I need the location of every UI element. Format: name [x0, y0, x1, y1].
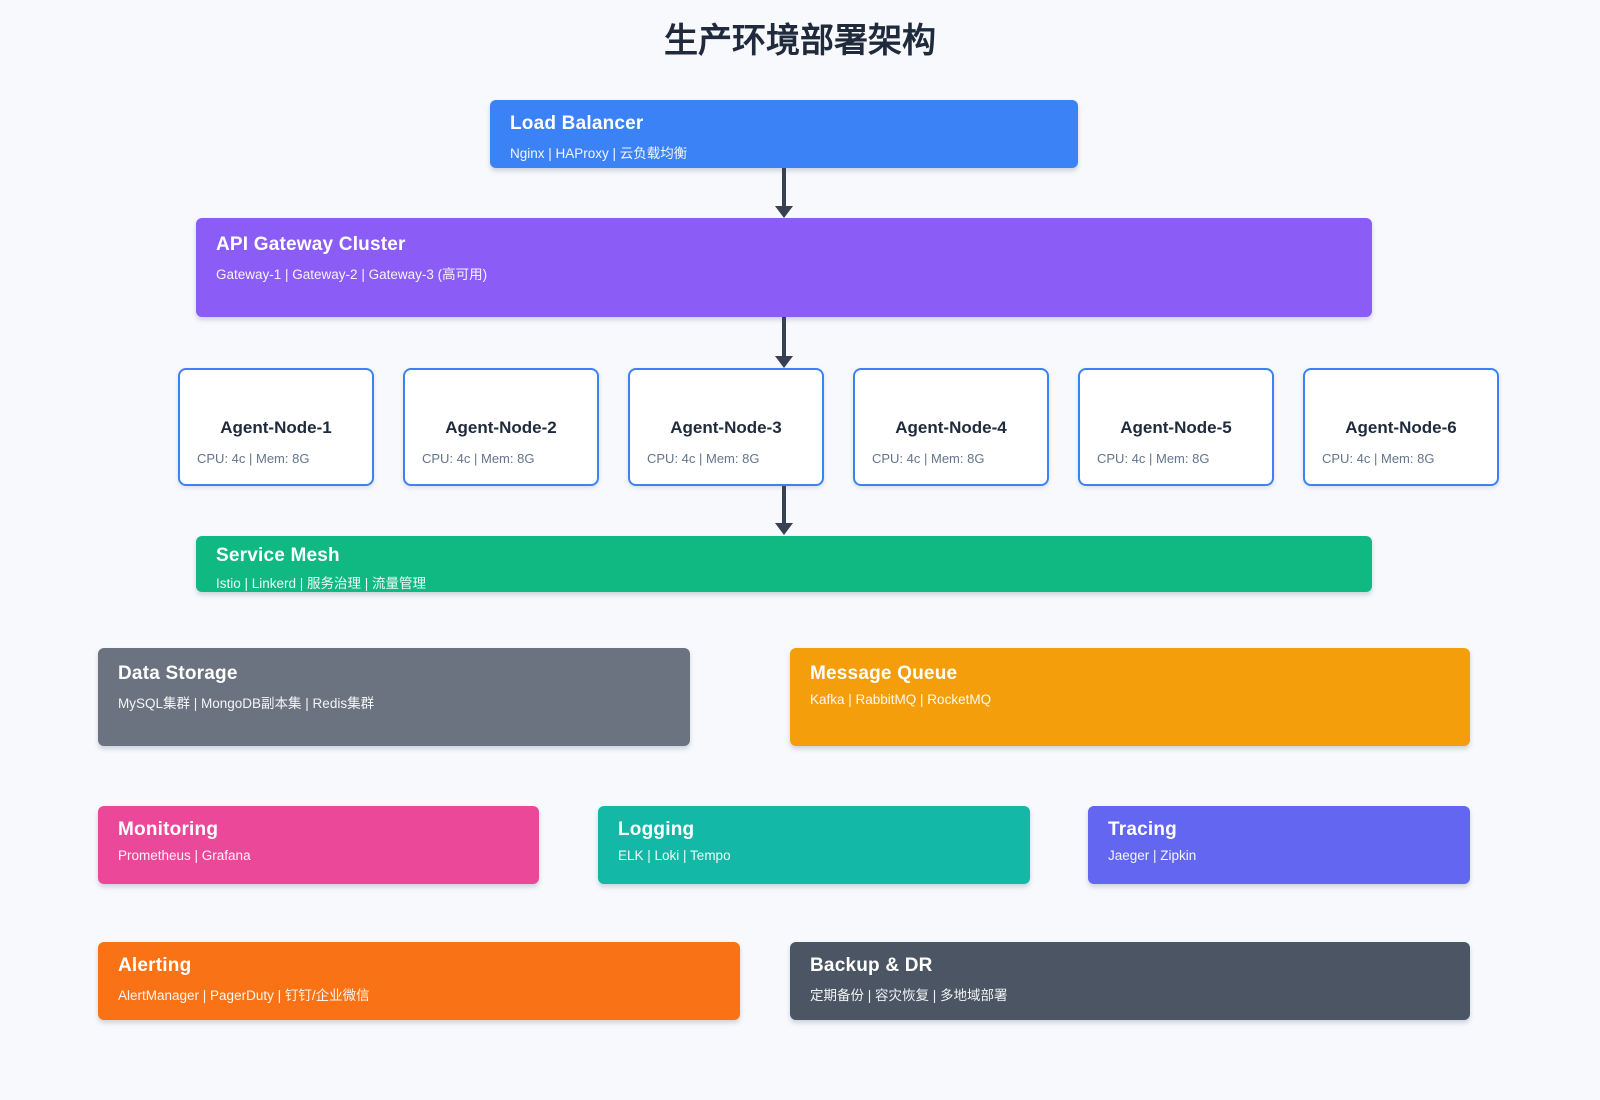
- message-queue-subtitle: Kafka | RabbitMQ | RocketMQ: [810, 692, 992, 707]
- node-agent-node-6: Agent-Node-6 CPU: 4c | Mem: 8G: [1303, 368, 1499, 486]
- backup-dr-subtitle: 定期备份 | 容灾恢复 | 多地域部署: [810, 988, 1008, 1003]
- node-service-mesh: Service Mesh Istio | Linkerd | 服务治理 | 流量…: [196, 536, 1372, 592]
- tracing-title: Tracing: [1108, 819, 1177, 840]
- agent-node-spec: CPU: 4c | Mem: 8G: [1097, 451, 1210, 466]
- node-agent-node-3: Agent-Node-3 CPU: 4c | Mem: 8G: [628, 368, 824, 486]
- node-agent-node-5: Agent-Node-5 CPU: 4c | Mem: 8G: [1078, 368, 1274, 486]
- node-logging: Logging ELK | Loki | Tempo: [598, 806, 1030, 884]
- node-agent-node-2: Agent-Node-2 CPU: 4c | Mem: 8G: [403, 368, 599, 486]
- agent-node-spec: CPU: 4c | Mem: 8G: [647, 451, 760, 466]
- service-mesh-title: Service Mesh: [216, 545, 340, 566]
- data-storage-subtitle: MySQL集群 | MongoDB副本集 | Redis集群: [118, 696, 375, 711]
- message-queue-title: Message Queue: [810, 663, 958, 684]
- agent-node-title: Agent-Node-6: [1345, 418, 1457, 437]
- node-alerting: Alerting AlertManager | PagerDuty | 钉钉/企…: [98, 942, 740, 1020]
- agent-node-title: Agent-Node-4: [895, 418, 1007, 437]
- agent-node-spec: CPU: 4c | Mem: 8G: [1322, 451, 1435, 466]
- node-api-gateway-cluster: API Gateway Cluster Gateway-1 | Gateway-…: [196, 218, 1372, 317]
- arrow-down-icon: [775, 317, 793, 368]
- agent-node-spec: CPU: 4c | Mem: 8G: [197, 451, 310, 466]
- agent-node-title: Agent-Node-5: [1120, 418, 1232, 437]
- page-title: 生产环境部署架构: [664, 22, 936, 60]
- node-load-balancer: Load Balancer Nginx | HAProxy | 云负载均衡: [490, 100, 1078, 168]
- node-data-storage: Data Storage MySQL集群 | MongoDB副本集 | Redi…: [98, 648, 690, 746]
- load-balancer-title: Load Balancer: [510, 113, 644, 134]
- api-gateway-subtitle: Gateway-1 | Gateway-2 | Gateway-3 (高可用): [216, 267, 488, 282]
- tracing-subtitle: Jaeger | Zipkin: [1108, 848, 1197, 863]
- node-backup-dr: Backup & DR 定期备份 | 容灾恢复 | 多地域部署: [790, 942, 1470, 1020]
- arrow-down-icon: [775, 486, 793, 535]
- agent-node-spec: CPU: 4c | Mem: 8G: [422, 451, 535, 466]
- data-storage-title: Data Storage: [118, 663, 238, 684]
- arrow-down-icon: [775, 168, 793, 218]
- node-message-queue: Message Queue Kafka | RabbitMQ | RocketM…: [790, 648, 1470, 746]
- agent-node-title: Agent-Node-2: [445, 418, 557, 437]
- agent-node-title: Agent-Node-1: [220, 418, 332, 437]
- logging-title: Logging: [618, 819, 695, 840]
- agent-node-title: Agent-Node-3: [670, 418, 782, 437]
- load-balancer-subtitle: Nginx | HAProxy | 云负载均衡: [510, 146, 688, 161]
- node-tracing: Tracing Jaeger | Zipkin: [1088, 806, 1470, 884]
- backup-dr-title: Backup & DR: [810, 955, 933, 976]
- monitoring-subtitle: Prometheus | Grafana: [118, 848, 251, 863]
- monitoring-title: Monitoring: [118, 819, 219, 840]
- node-agent-node-4: Agent-Node-4 CPU: 4c | Mem: 8G: [853, 368, 1049, 486]
- api-gateway-title: API Gateway Cluster: [216, 234, 406, 255]
- agent-node-spec: CPU: 4c | Mem: 8G: [872, 451, 985, 466]
- alerting-subtitle: AlertManager | PagerDuty | 钉钉/企业微信: [118, 988, 370, 1003]
- node-agent-node-1: Agent-Node-1 CPU: 4c | Mem: 8G: [178, 368, 374, 486]
- alerting-title: Alerting: [118, 955, 192, 976]
- node-monitoring: Monitoring Prometheus | Grafana: [98, 806, 539, 884]
- service-mesh-subtitle: Istio | Linkerd | 服务治理 | 流量管理: [216, 576, 427, 591]
- logging-subtitle: ELK | Loki | Tempo: [618, 848, 731, 863]
